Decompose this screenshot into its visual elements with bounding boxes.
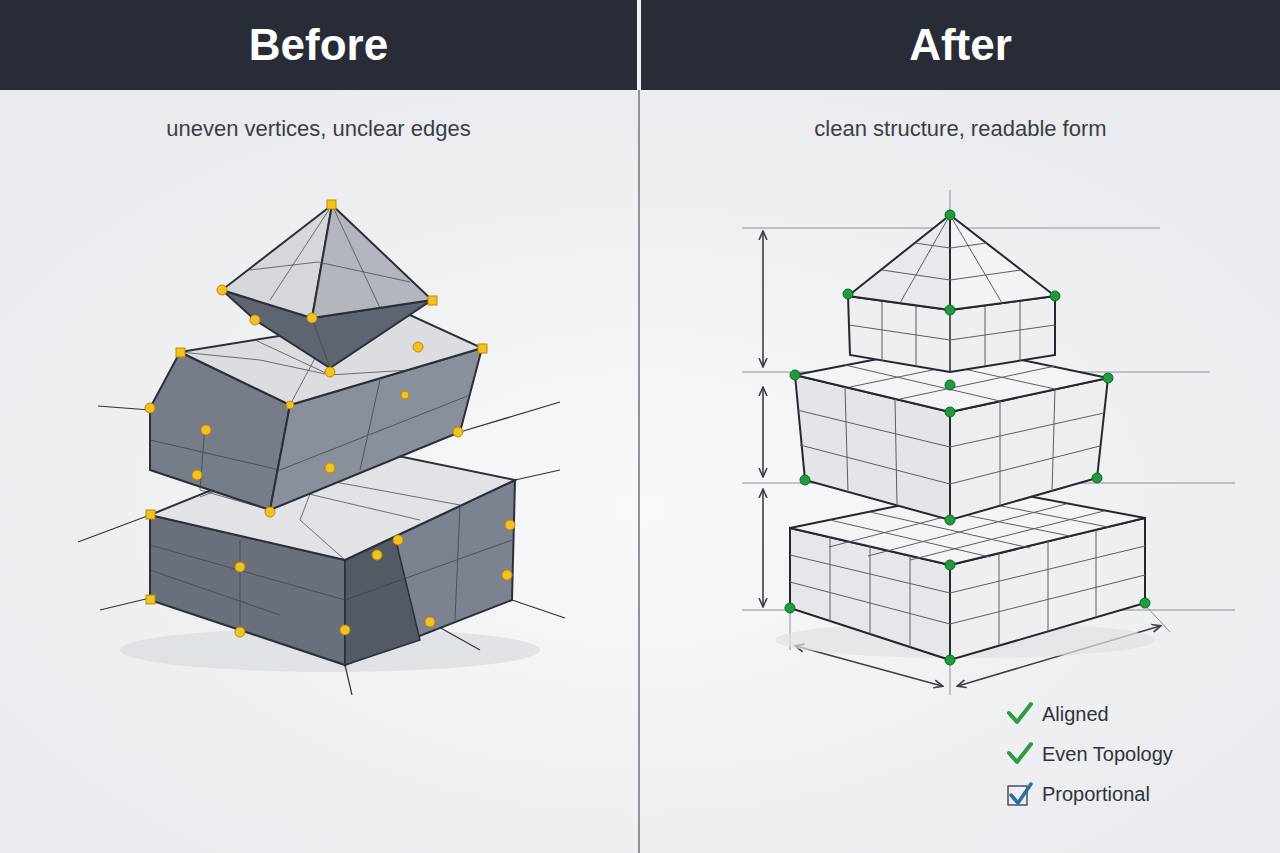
panel-subtitle: uneven vertices, unclear edges [20, 116, 617, 142]
messy-model [78, 200, 565, 695]
check-icons [1008, 704, 1031, 805]
checklist-item: Even Topology [1042, 742, 1267, 766]
panel-heading: After [909, 20, 1012, 70]
panel-subtitle: clean structure, readable form [661, 116, 1260, 142]
checklist-item: Proportional [1042, 782, 1267, 806]
header-band: Before [0, 0, 637, 90]
header-band: After [641, 0, 1280, 90]
panel-heading: Before [249, 20, 388, 70]
checklist-item: Aligned [1042, 702, 1267, 726]
clean-model [742, 190, 1235, 695]
